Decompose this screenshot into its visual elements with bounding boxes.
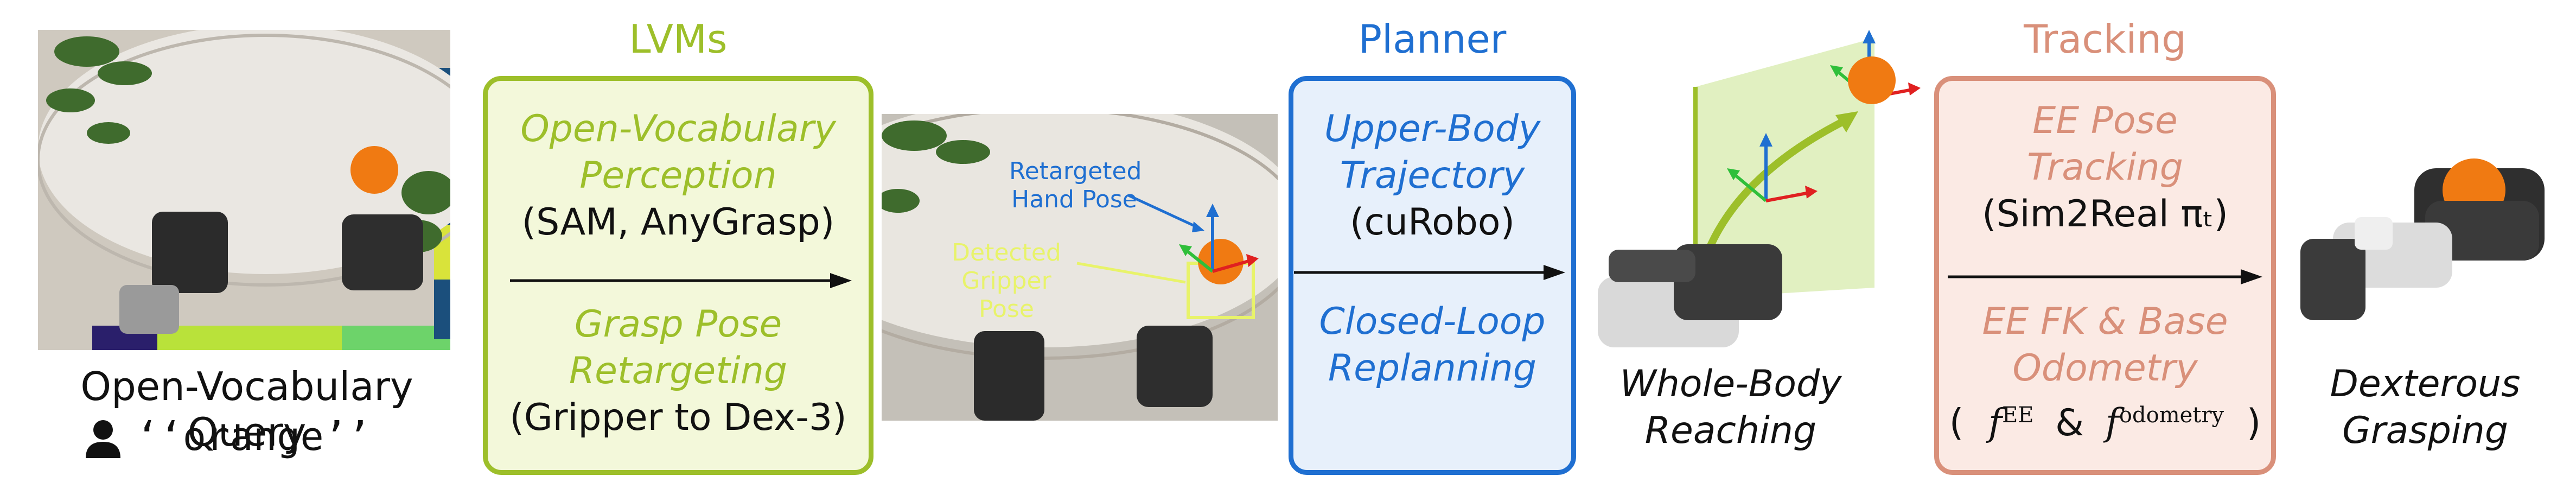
perception-line2: Perception: [579, 154, 777, 197]
tracking-title: Tracking: [2024, 16, 2186, 62]
trajectory-line3: (cuRobo): [1349, 201, 1515, 244]
grasping-caption: Dexterous Grasping: [2290, 361, 2561, 454]
retargeted-label: Retargeted Hand Pose: [1009, 157, 1142, 214]
planner-trajectory: Upper-Body Trajectory (cuRobo): [1289, 106, 1576, 246]
reaching-line1: Whole-Body: [1619, 363, 1842, 405]
formula-close: ): [2246, 401, 2261, 445]
query-text: ‘‘orange’’: [136, 414, 371, 459]
retarget-line2: Retargeting: [569, 350, 788, 392]
lvms-retarget: Grasp Pose Retargeting (Gripper to Dex-3…: [483, 301, 873, 441]
replanning-line2: Replanning: [1328, 347, 1537, 390]
lvms-perception: Open-Vocabulary Perception (SAM, AnyGras…: [483, 106, 873, 246]
detected-leader: [1076, 262, 1186, 284]
orange-fruit-icon: [1198, 239, 1244, 284]
tracking-formula: ( fEE & fodometry ): [1934, 392, 2276, 447]
retarget-line3: (Gripper to Dex-3): [509, 396, 847, 439]
retarget-scene: [882, 114, 1278, 421]
formula-open: (: [1949, 401, 1964, 445]
retarget-line1: Grasp Pose: [574, 303, 782, 346]
retargeted-line2: Hand Pose: [1011, 186, 1137, 213]
grasping-line1: Dexterous: [2330, 363, 2521, 405]
query-caption: Open-Vocabulary Query: [80, 364, 413, 455]
axis-frame-icon: [1727, 133, 1818, 202]
detected-line1: Detected: [952, 239, 1061, 266]
detected-line2: Gripper Pose: [961, 267, 1051, 323]
planner-box: [1289, 76, 1576, 475]
ee-pose-line3: (Sim2Real πₜ): [1982, 193, 2228, 236]
tracking-fk: EE FK & Base Odometry: [1934, 299, 2276, 392]
perception-line1: Open-Vocabulary: [520, 107, 836, 150]
arrow-right-icon: [1948, 269, 2262, 284]
reaching-illustration: [1598, 30, 1921, 347]
ee-pose-line2: Tracking: [2027, 146, 2183, 189]
formula-f2: f: [2105, 401, 2119, 445]
lvms-title: LVMs: [629, 16, 728, 62]
formula-amp: &: [2055, 401, 2084, 445]
arrow-right-icon: [510, 273, 852, 288]
perception-line3: (SAM, AnyGrasp): [521, 201, 835, 244]
detected-label: Detected Gripper Pose: [933, 239, 1080, 323]
replanning-line1: Closed-Loop: [1319, 300, 1546, 343]
orange-fruit-icon: [1848, 56, 1896, 104]
reaching-caption: Whole-Body Reaching: [1590, 361, 1872, 454]
tracking-ee-pose: EE Pose Tracking (Sim2Real πₜ): [1934, 98, 2276, 238]
retargeted-line1: Retargeted: [1009, 157, 1142, 185]
lvms-box: [483, 76, 873, 475]
retarget-photo: [882, 114, 1278, 421]
planner-title: Planner: [1358, 16, 1507, 62]
reaching-line2: Reaching: [1644, 409, 1817, 452]
planner-replanning: Closed-Loop Replanning: [1289, 299, 1576, 392]
ee-pose-line1: EE Pose: [2032, 99, 2178, 142]
trajectory-line2: Trajectory: [1340, 154, 1525, 197]
fk-line1: EE FK & Base: [1982, 300, 2228, 343]
axis-frame-icon: [1179, 204, 1259, 273]
grasping-line2: Grasping: [2342, 409, 2509, 452]
fk-line2: Odometry: [2012, 347, 2198, 390]
person-icon: [86, 420, 120, 458]
formula-sup2: odometry: [2119, 403, 2224, 428]
formula-sup1: EE: [2002, 403, 2034, 428]
pose-overlay: [1076, 194, 1259, 284]
trajectory-line1: Upper-Body: [1324, 107, 1541, 150]
retargeted-leader: [1127, 194, 1200, 230]
arrow-right-icon: [1294, 265, 1565, 280]
grasping-illustration: [2300, 158, 2545, 320]
query-photo: [38, 30, 450, 350]
formula-f1: f: [1988, 401, 2003, 445]
query-scene: [38, 30, 450, 350]
